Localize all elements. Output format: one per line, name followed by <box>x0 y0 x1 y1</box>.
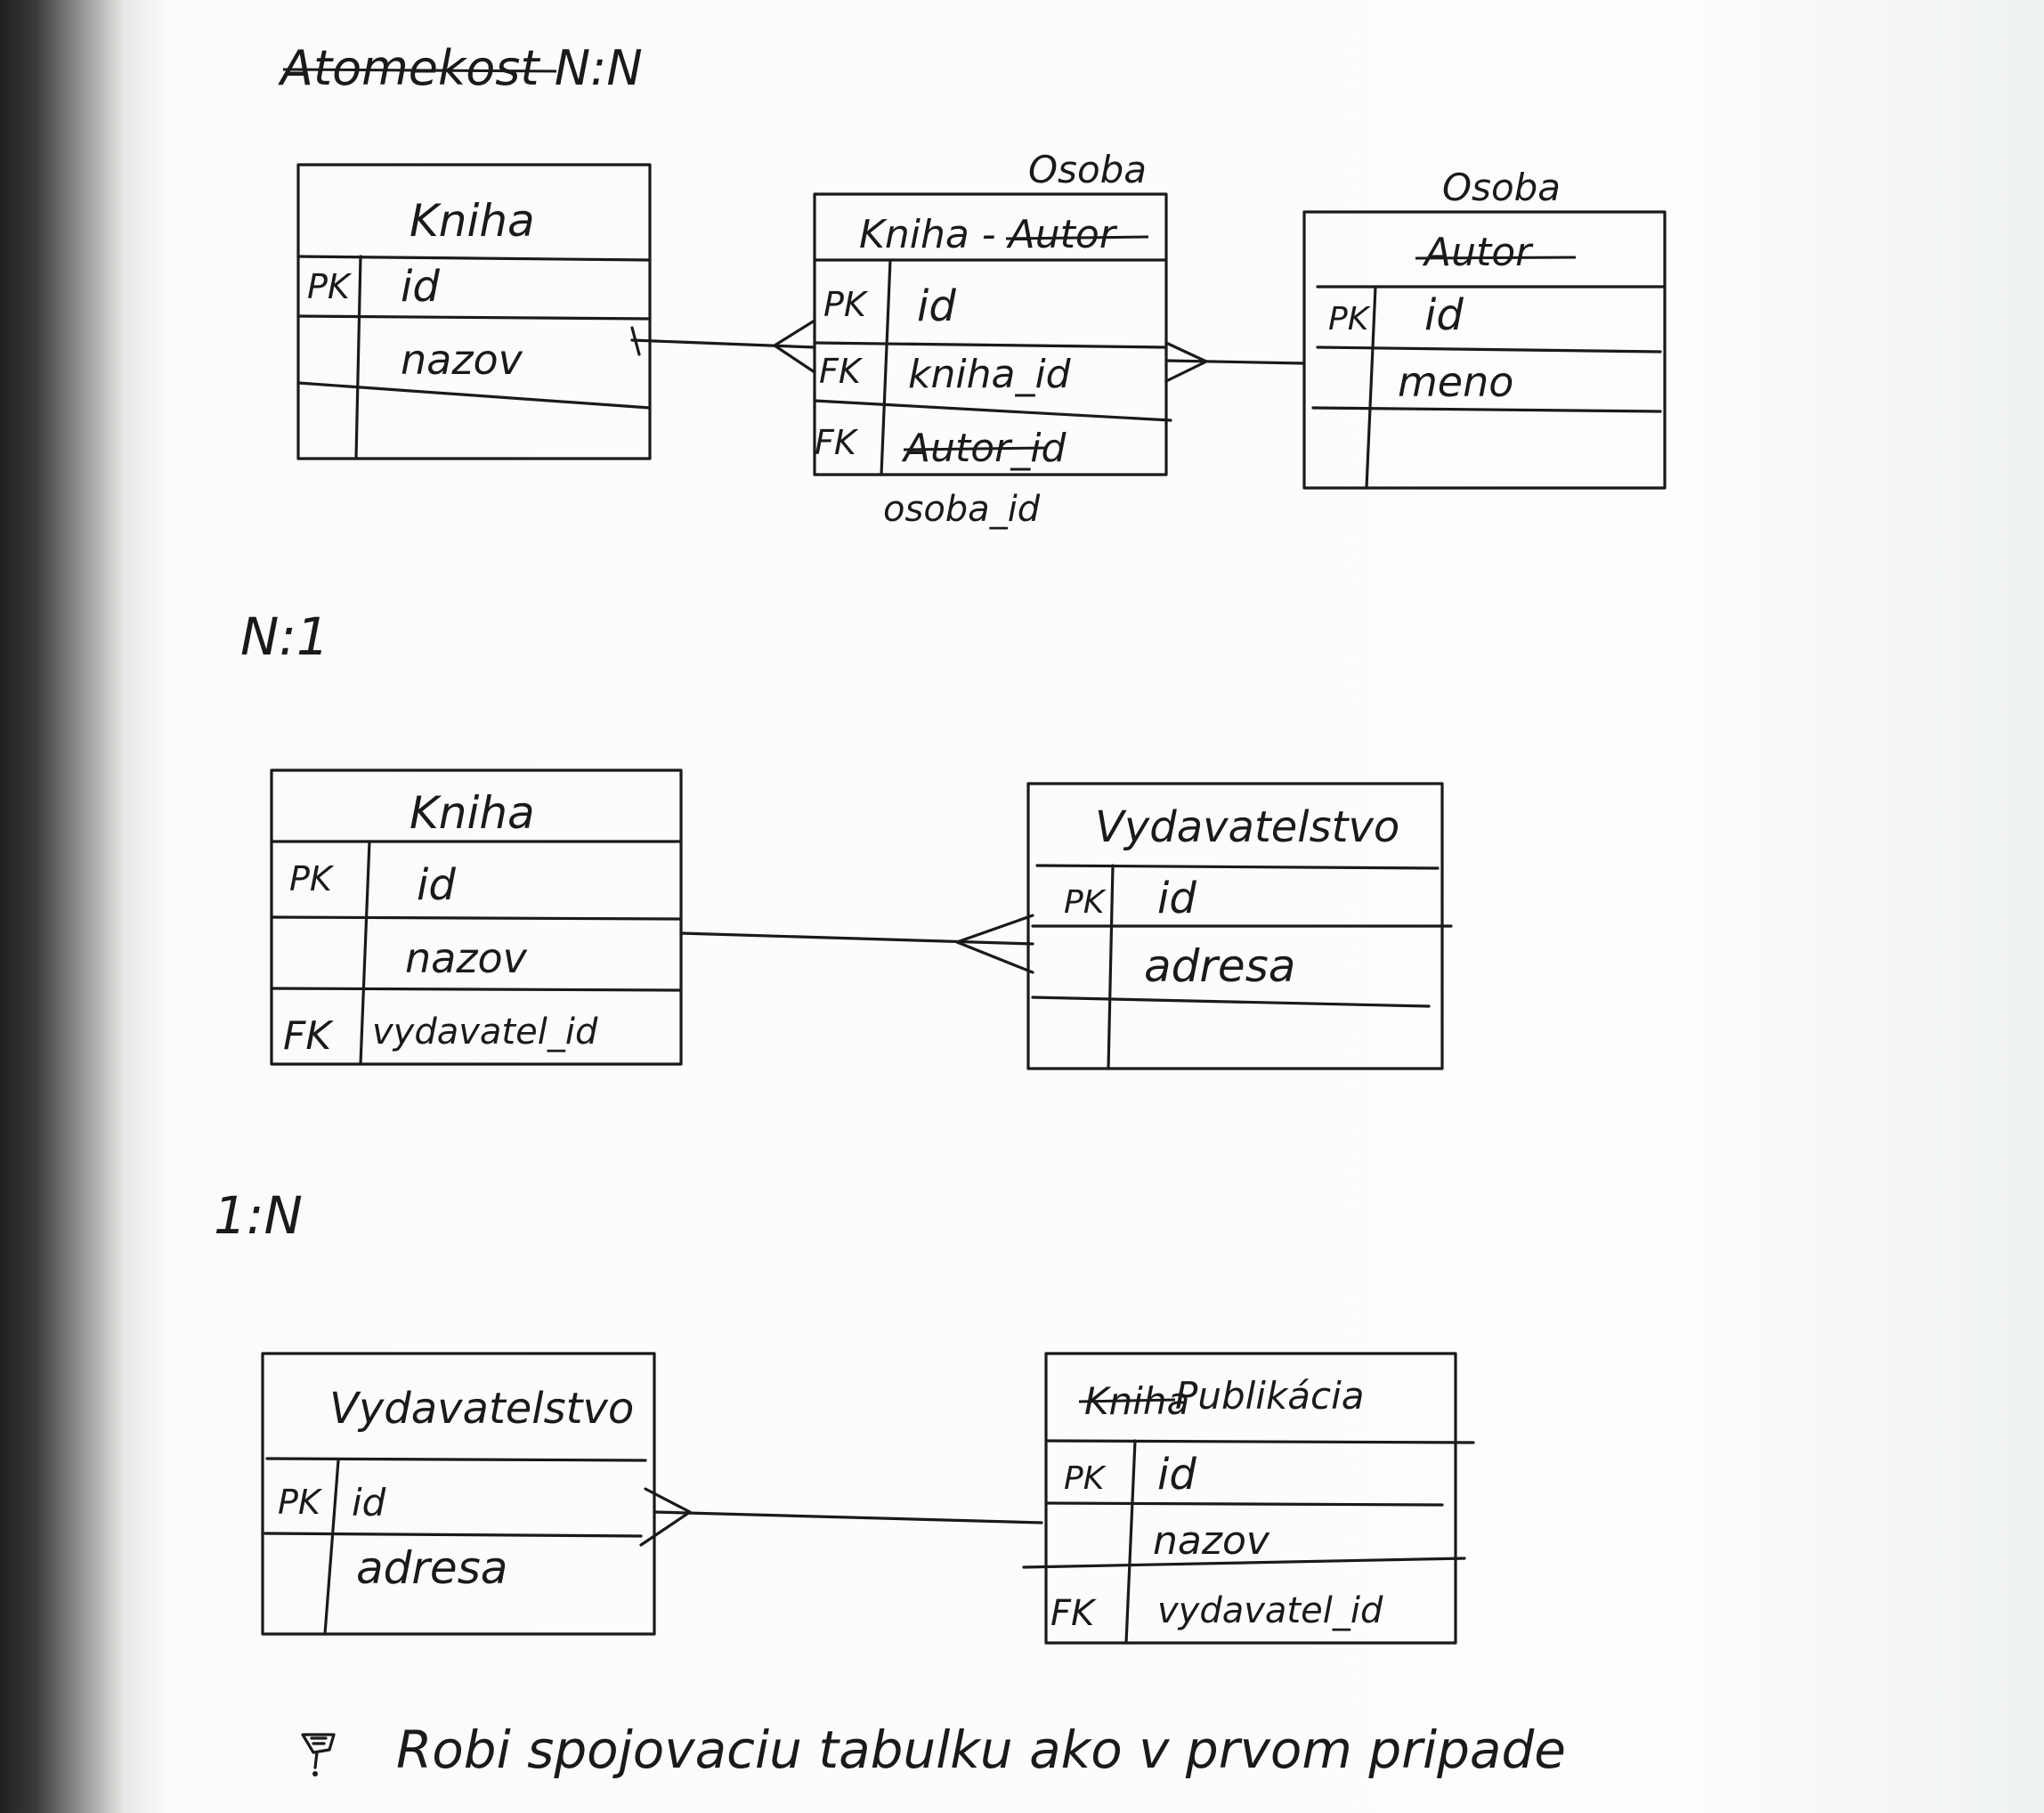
n1-kniha-row2-field: nazov <box>405 934 528 982</box>
n1-kniha-row1-key: PK <box>289 859 335 898</box>
nn-junction-border <box>813 192 1168 476</box>
nn-autor-note-above: Osoba <box>1442 166 1561 209</box>
nn-junction-title-strike <box>1005 235 1149 240</box>
nn-kniha-row1-key: PK <box>307 267 353 306</box>
one-n-vydavatelstvo-row1-field: id <box>352 1481 386 1524</box>
n1-kniha-row3-key: FK <box>283 1013 334 1059</box>
nn-kniha-title: Kniha <box>410 195 535 247</box>
one-n-publikacia-row2-field: nazov <box>1153 1518 1270 1564</box>
n1-vydavatelstvo-title: Vydavatelstvo <box>1095 802 1399 852</box>
nn-autor-table: Osoba Autor PK id meno <box>1302 166 1667 490</box>
one-n-vydavatelstvo-row2-field: adresa <box>356 1542 507 1594</box>
one-n-publikacia-title: Publikácia <box>1175 1374 1365 1418</box>
nn-junction-row2-key: FK <box>819 352 864 391</box>
n1-kniha-table: Kniha PK id nazov FK vydavatel_id <box>270 768 683 1066</box>
n1-relationship-line <box>679 931 1034 946</box>
pointing-hand-icon <box>301 1733 336 1776</box>
one-n-publikacia-table: Kniha Publikácia PK id nazov FK vydavate… <box>1022 1352 1475 1645</box>
nn-autor-title: Autor <box>1422 230 1534 275</box>
nn-junction-row3-key: FK <box>815 423 859 462</box>
one-n-relationship-line <box>653 1510 1043 1524</box>
nn-kniha-row2-field: nazov <box>401 336 523 384</box>
one-n-vydavatelstvo-row1-key: PK <box>278 1483 323 1522</box>
one-n-publikacia-row3-key: FK <box>1050 1593 1097 1634</box>
nn-junction-row2-field: kniha_id <box>908 352 1072 397</box>
nn-junction-row3-strike <box>903 446 1047 451</box>
n1-vydavatelstvo-table: Vydavatelstvo PK id adresa <box>1026 782 1453 1070</box>
nn-kniha-row1-field: id <box>401 262 440 312</box>
nn-crowfoot-right <box>1164 341 1208 383</box>
nn-autor-title-strike <box>1415 256 1577 260</box>
nn-autor-row1-key: PK <box>1328 301 1371 337</box>
n1-kniha-title: Kniha <box>410 787 535 839</box>
nn-autor-row1-field: id <box>1424 290 1464 340</box>
nn-relationships <box>630 319 1306 383</box>
nn-crowfoot-left <box>773 319 816 374</box>
n1-relationship <box>679 914 1034 974</box>
nn-junction-table: Osoba Kniha - Autor PK id FK kniha_id FK… <box>813 148 1172 530</box>
one-n-crowfoot <box>639 1487 692 1547</box>
heading-one-n: 1:N <box>214 1185 303 1246</box>
nn-autor-border <box>1302 210 1667 490</box>
one-n-vydavatelstvo-title: Vydavatelstvo <box>329 1384 634 1434</box>
one-n-publikacia-title-strike <box>1078 1398 1176 1403</box>
one-n-publikacia-row3-field: vydavatel_id <box>1157 1590 1383 1631</box>
heading-nn-strike <box>282 68 557 73</box>
footer-note-text: Robi spojovaciu tabulku ako v prvom prip… <box>396 1720 1566 1780</box>
n1-crowfoot <box>955 914 1034 974</box>
one-n-vydavatelstvo-table: Vydavatelstvo PK id adresa <box>261 1352 656 1636</box>
heading-nn: Atomekost N:N <box>278 40 643 96</box>
one-n-relationship <box>639 1487 1043 1547</box>
n1-vydavatelstvo-row1-key: PK <box>1064 884 1107 921</box>
nn-kniha-table: Kniha PK id nazov <box>296 163 652 460</box>
nn-kniha-border <box>296 163 652 460</box>
n1-vydavatelstvo-row2-field: adresa <box>1144 940 1295 992</box>
one-n-publikacia-row1-key: PK <box>1064 1460 1107 1497</box>
one-n-publikacia-row1-field: id <box>1157 1450 1196 1500</box>
nn-junction-row1-key: PK <box>823 285 869 324</box>
nn-junction-row1-field: id <box>917 281 956 331</box>
nn-junction-note-above: Osoba <box>1028 148 1147 191</box>
nn-junction-note-below: osoba_id <box>883 489 1041 530</box>
heading-n1: N:1 <box>240 606 329 667</box>
one-n-publikacia-border <box>1044 1352 1457 1645</box>
n1-kniha-row1-field: id <box>417 860 456 910</box>
nn-kniha-junction-line <box>630 338 816 349</box>
nn-autor-row2-field: meno <box>1398 358 1513 406</box>
nn-junction-autor-line <box>1164 359 1306 365</box>
n1-vydavatelstvo-row1-field: id <box>1157 874 1196 923</box>
n1-kniha-row3-field: vydavatel_id <box>372 1012 598 1053</box>
footer-note: Robi spojovaciu tabulku ako v prvom prip… <box>301 1720 1566 1780</box>
nn-junction-title: Kniha - Autor <box>859 212 1118 257</box>
